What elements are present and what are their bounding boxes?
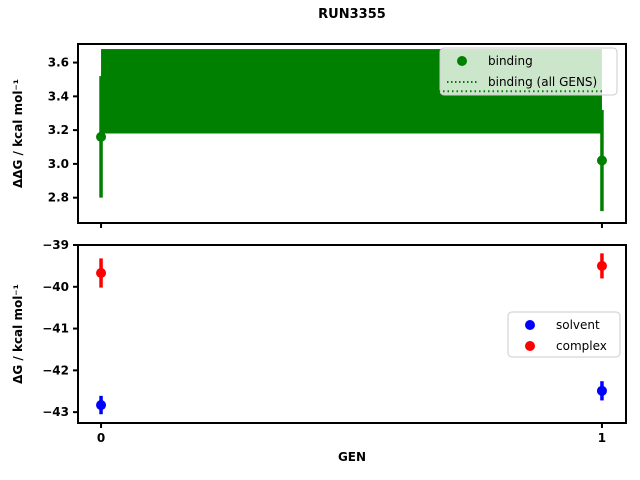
y-tick-label: −42 (42, 363, 69, 377)
legend-marker-dot (457, 56, 467, 66)
binding-point (96, 131, 107, 142)
complex-point (96, 267, 107, 278)
y-tick-label: 2.8 (48, 191, 69, 205)
axes-border (77, 244, 627, 424)
legend: binding binding (all GENS) (101, 47, 618, 96)
legend-label: binding (all GENS) (488, 75, 597, 89)
solvent-point (596, 385, 607, 396)
y-tick-label: −41 (42, 322, 69, 336)
x-axis-label: GEN (338, 450, 366, 464)
legend-marker-dot (525, 341, 535, 351)
legend-label: binding (488, 54, 533, 68)
legend-label: complex (556, 339, 607, 353)
legend: solvent complex (507, 311, 621, 358)
y-axis-label: ΔΔG / kcal mol⁻¹ (11, 79, 25, 188)
y-tick-label: −43 (42, 405, 69, 419)
legend-marker-dot (525, 320, 535, 330)
complex-point (596, 260, 607, 271)
y-tick-label: −39 (42, 238, 69, 252)
y-tick-label: 3.6 (48, 56, 69, 70)
legend-box (507, 311, 621, 358)
solvent-point (96, 400, 107, 411)
bottom-subplot: −39 −40 −41 −42 −43 0 1 ΔG / kcal mol⁻¹ GEN solve… (11, 238, 627, 464)
binding-point (596, 155, 607, 166)
x-tick-label: 1 (598, 431, 606, 445)
figure-title: RUN3355 (318, 7, 386, 22)
legend-label: solvent (556, 318, 600, 332)
y-axis-label: ΔG / kcal mol⁻¹ (11, 284, 25, 384)
y-tick-label: 3.2 (48, 123, 69, 137)
legend-box (439, 47, 618, 96)
y-tick-label: −40 (42, 280, 69, 294)
y-tick-label: 3.0 (48, 157, 69, 171)
axes-border (77, 43, 627, 224)
y-tick-label: 3.4 (48, 89, 69, 103)
x-tick-label: 0 (97, 431, 105, 445)
